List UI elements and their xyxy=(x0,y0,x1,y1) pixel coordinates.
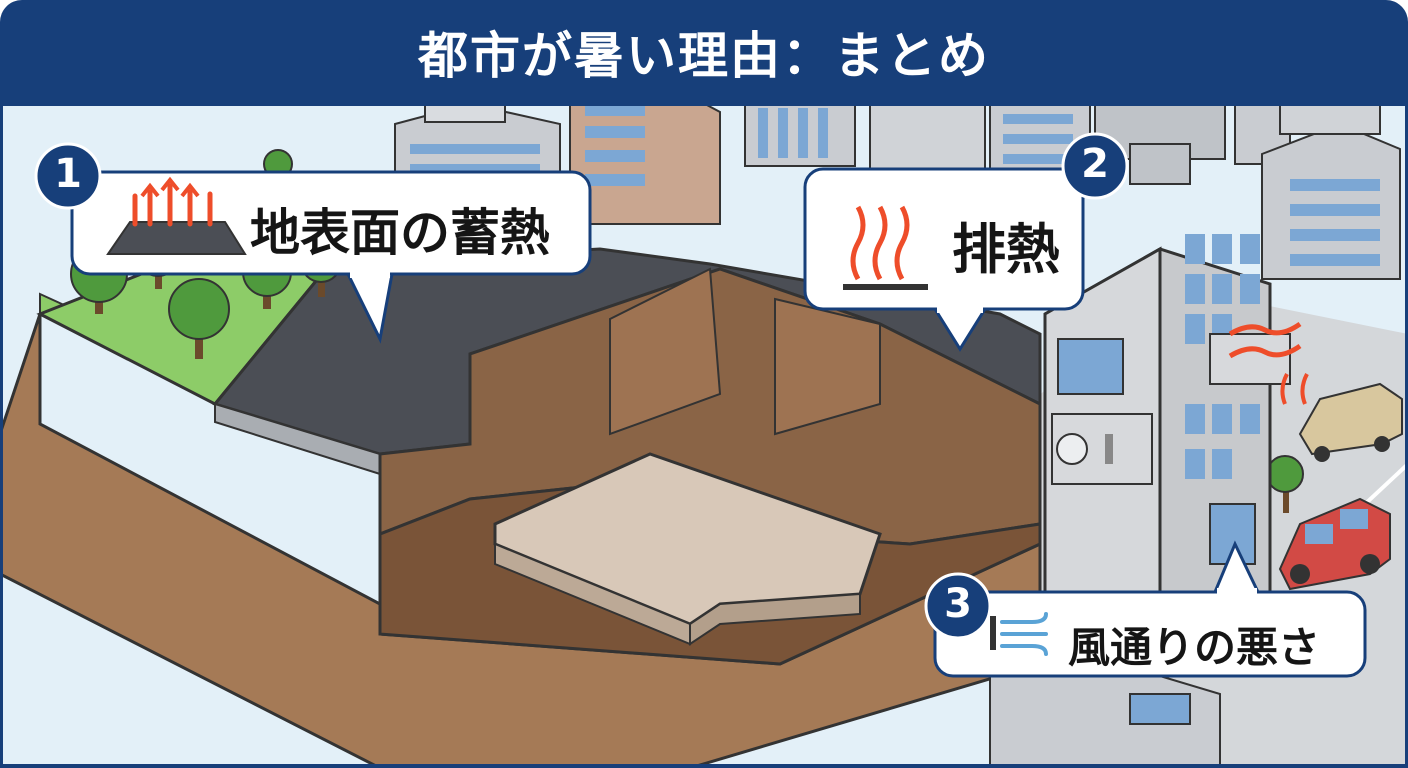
city-scene-illustration xyxy=(0,104,1408,768)
callout-number-1: 1 xyxy=(54,151,82,197)
callout-number-2: 2 xyxy=(1081,141,1109,187)
callout-label-poor-ventilation: 風通りの悪さ xyxy=(1068,623,1321,672)
heated-ground-icon xyxy=(106,221,247,255)
callout-number-3: 3 xyxy=(944,581,972,627)
cars xyxy=(1278,382,1403,591)
wind-icon xyxy=(1000,612,1048,656)
header-bar: 都市が暑い理由：まとめ xyxy=(0,0,1408,104)
callout-label-ground-heat: 地表面の蓄熱 xyxy=(250,204,550,262)
callout-bubble-1 xyxy=(34,142,592,344)
office-building xyxy=(1043,143,1309,667)
callout-bubble-2 xyxy=(803,132,1129,352)
heat-waves-icon xyxy=(850,205,910,281)
wall-icon xyxy=(990,616,996,650)
frame-border xyxy=(0,104,1408,768)
callout-bubble-3 xyxy=(924,540,1367,678)
callout-label-waste-heat: 排熱 xyxy=(952,218,1060,281)
exhaust-heat-icon xyxy=(1228,321,1302,337)
page-title: 都市が暑い理由：まとめ xyxy=(418,27,990,85)
